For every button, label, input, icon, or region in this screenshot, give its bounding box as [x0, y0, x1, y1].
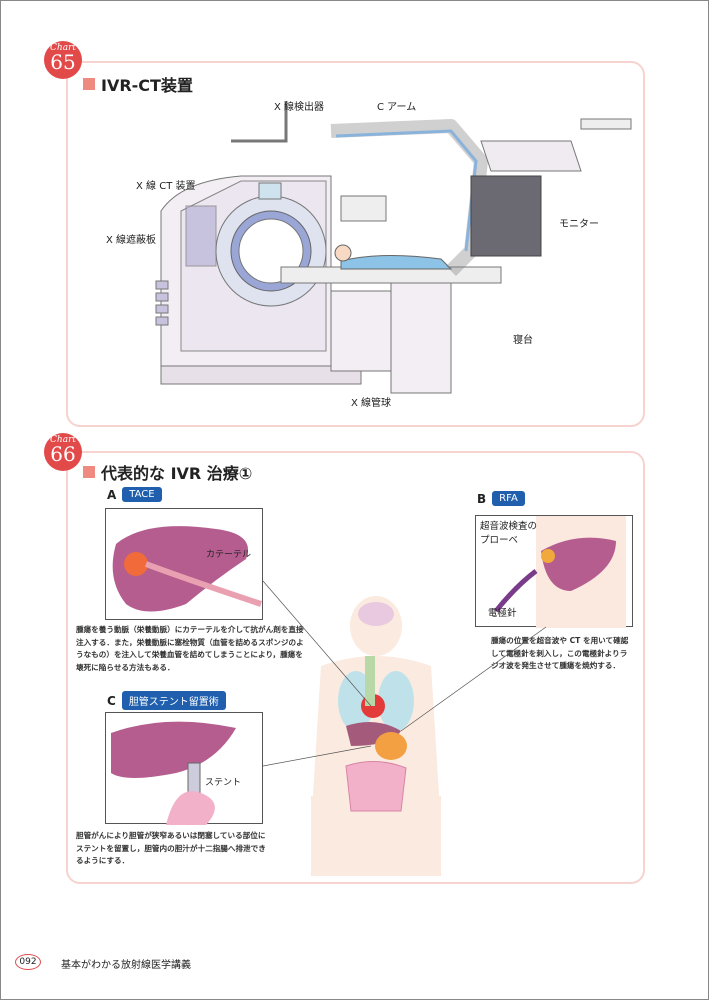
ivr-ct-illustration: [155, 101, 632, 394]
badge-word: Chart: [50, 43, 76, 53]
rfa-heading: B RFA: [477, 491, 525, 506]
label-shield: X 線遮蔽板: [106, 235, 157, 246]
label-stent: ステント: [205, 778, 242, 788]
page-number: 092: [15, 954, 41, 970]
badge-word: Chart: [50, 435, 76, 445]
stent-description: 胆管がんにより胆管が狭窄あるいは閉塞している部位にステントを留置し，胆管内の胆汁…: [76, 831, 266, 865]
label-probe: 超音波検査のプローベ: [480, 521, 538, 546]
badge-number: 66: [50, 442, 76, 466]
label-catheter: カテーテル: [206, 550, 252, 560]
section-letter: B: [477, 491, 487, 506]
stent-heading: C 胆管ステント留置術: [107, 691, 226, 710]
title-text: IVR-CT装置: [101, 76, 193, 95]
tace-figure: [105, 508, 263, 620]
label-needle: 電極針: [488, 608, 517, 619]
section-letter: A: [107, 487, 117, 502]
rfa-description: 腫瘍の位置を超音波や CT を用いて確認して電極針を刺入し，この電極針よりラジオ…: [491, 636, 629, 670]
body-illustration: [311, 596, 441, 876]
chart65-title: IVR-CT装置: [83, 72, 193, 96]
chart66-title: 代表的な IVR 治療①: [83, 460, 252, 484]
rfa-figure: [475, 515, 633, 628]
badge-number: 65: [50, 50, 76, 74]
book-title: 基本がわかる放射線医学講義: [61, 960, 191, 971]
tace-description: 腫瘍を養う動脈（栄養動脈）にカテーテルを介して抗がん剤を直接注入する．また，栄養…: [76, 625, 304, 672]
title-text: 代表的な IVR 治療①: [101, 464, 253, 483]
stent-figure: [105, 712, 263, 825]
label-monitor: モニター: [559, 219, 599, 230]
section-tag: TACE: [122, 487, 162, 502]
label-c-arm: C アーム: [377, 102, 417, 113]
tace-heading: A TACE: [107, 487, 162, 502]
section-tag: 胆管ステント留置術: [121, 691, 226, 710]
title-square-icon: [83, 466, 95, 478]
label-detector: X 線検出器: [274, 102, 325, 113]
title-square-icon: [83, 78, 95, 90]
label-ct: X 線 CT 装置: [136, 181, 196, 192]
label-tube: X 線管球: [351, 398, 392, 409]
label-table: 寝台: [513, 335, 533, 346]
section-letter: C: [107, 693, 116, 708]
section-tag: RFA: [492, 491, 525, 506]
